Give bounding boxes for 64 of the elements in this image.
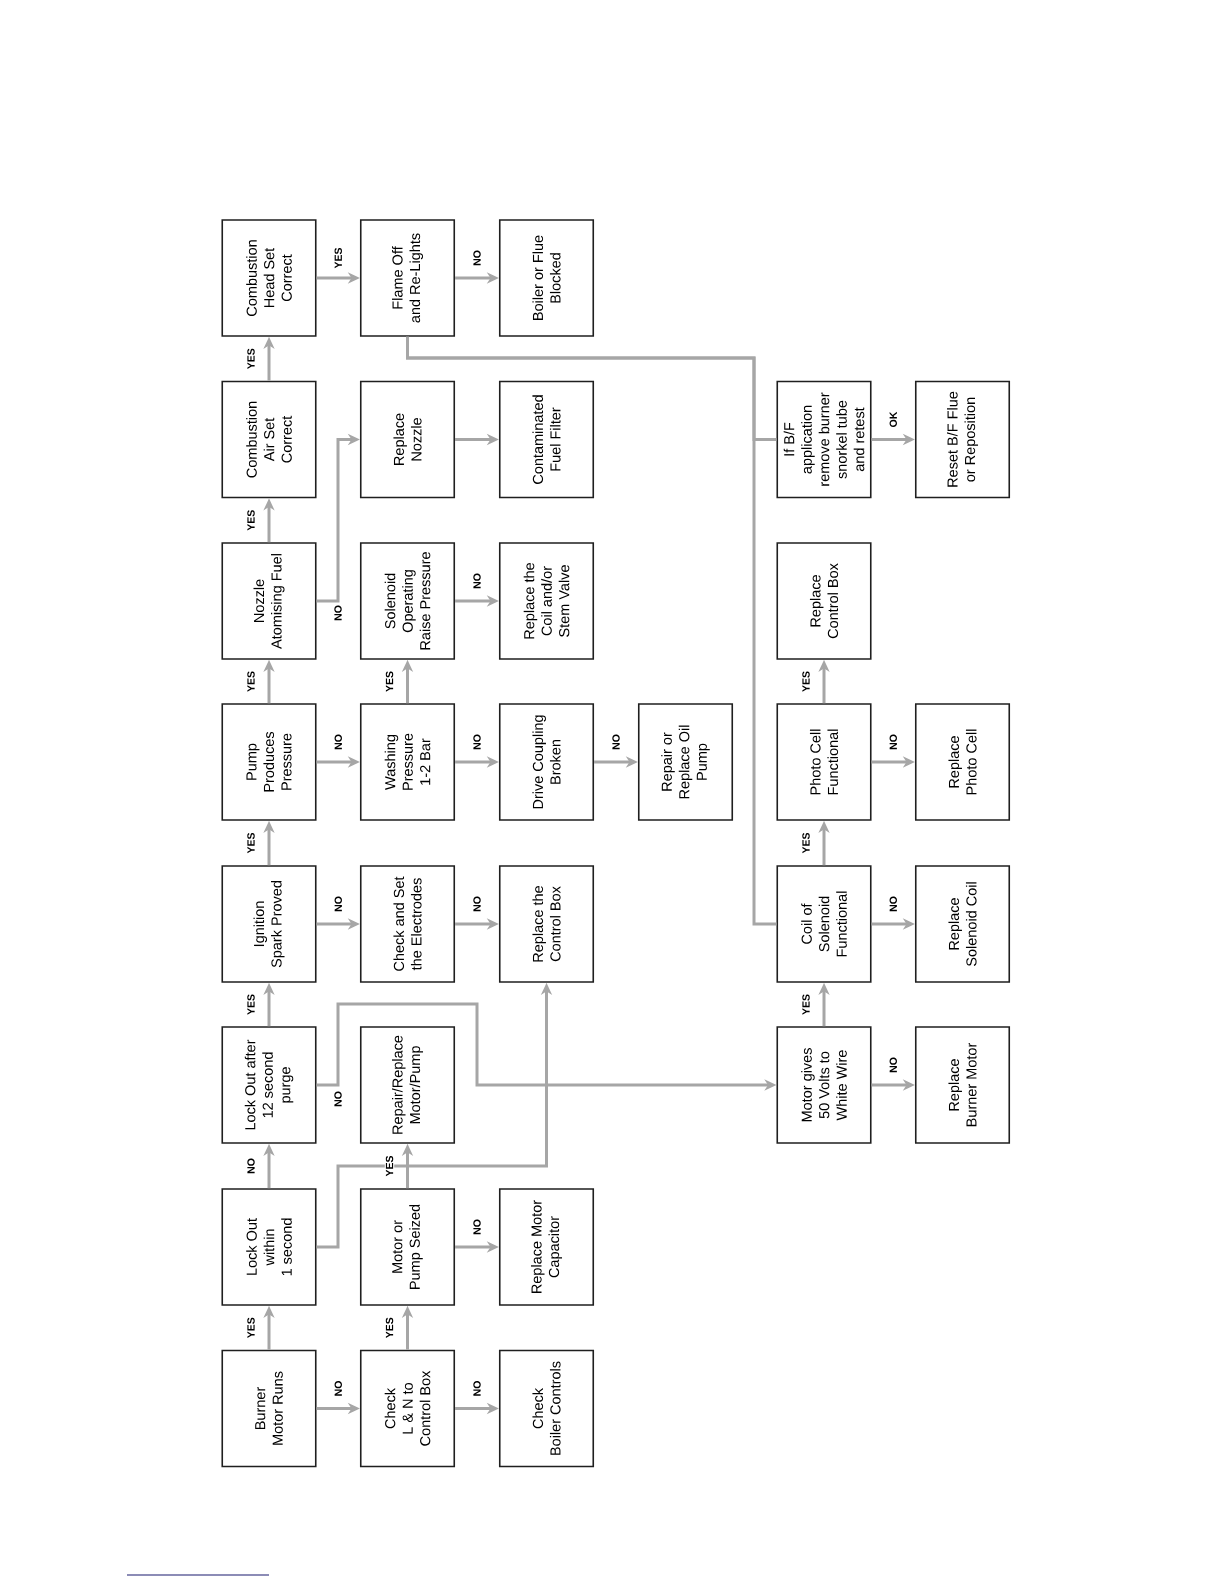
flowchart-box: Combustion Head Set Correct [221, 219, 317, 337]
edge-label: NO [333, 1090, 343, 1108]
flowchart-box: Replace the Control Box [498, 865, 595, 983]
flowchart-box: Ignition Spark Proved [221, 865, 317, 983]
flowchart-box: Contaminated Fuel Filter [498, 380, 595, 499]
flowchart-box: Replace the Coil and/or Stem Valve [498, 542, 595, 660]
flowchart-box: Pump Produces Pressure [221, 703, 317, 821]
flowchart-box: Replace Nozzle [359, 380, 456, 499]
edge-label: YES [801, 831, 811, 855]
flowchart-box: Nozzle Atomising Fuel [221, 542, 317, 660]
flowchart-box: Replace Photo Cell [914, 703, 1011, 821]
flowchart-box: Photo Cell Functional [776, 703, 872, 821]
edge-label: NO [333, 895, 343, 913]
edge-label: YES [246, 1316, 256, 1340]
edge-label: NO [333, 733, 343, 751]
edge-label: YES [801, 993, 811, 1016]
flowchart-box: Replace Burner Motor [914, 1026, 1011, 1144]
flowchart-box: Combustion Air Set Correct [221, 380, 317, 499]
flowchart-box: Coil of Solenoid Functional [776, 865, 872, 983]
connector-line [406, 336, 777, 926]
edge-label: NO [888, 1056, 898, 1074]
edge-label: NO [246, 1157, 256, 1175]
flowchart-box: If B/F application remove burner snorkel tube and retest [776, 380, 872, 499]
flowchart-box: Motor or Pump Seized [359, 1188, 456, 1306]
edge-label: YES [384, 670, 395, 693]
flowchart-box: Replace Solenoid Coil [914, 865, 1011, 983]
flowchart-box: Replace Control Box [776, 542, 872, 660]
edge-label: NO [333, 604, 343, 622]
flowchart-box: Replace Motor Capacitor [498, 1188, 595, 1306]
edge-label: YES [246, 831, 256, 855]
edge-label: YES [246, 508, 256, 532]
flowchart-box: Reset B/F Flue or Reposition [914, 380, 1011, 499]
edge-label: YES [246, 993, 256, 1016]
edge-label: NO [472, 572, 482, 590]
flowchart-box: Flame Off and Re-Lights [359, 219, 456, 337]
edge-label: NO [888, 733, 898, 751]
flowchart-box: Washing Pressure 1-2 Bar [359, 703, 456, 821]
flowchart-box: Motor gives 50 Volts to White Wire [776, 1026, 872, 1144]
edge-label: YES [801, 670, 811, 693]
flowchart-box: Lock Out after 12 second purge [221, 1026, 317, 1144]
flowchart-box: Solenoid Operating Raise Pressure [359, 542, 456, 660]
flowchart-box: Check L & N to Control Box [359, 1349, 456, 1468]
edge-label: YES [246, 347, 256, 371]
edge-label: NO [472, 1379, 482, 1398]
edge-label: NO [611, 733, 621, 751]
edge-label: NO [472, 249, 482, 267]
flowchart-box: Check and Set the Electrodes [359, 865, 456, 983]
flowchart-box: Drive Coupling Broken [498, 703, 595, 821]
edge-label: NO [888, 895, 898, 913]
edge-label: NO [472, 1218, 482, 1236]
edge-label: YES [384, 1154, 395, 1178]
flowchart-box: Check Boiler Controls [498, 1349, 595, 1468]
edge-label: NO [472, 733, 482, 751]
edge-label: NO [333, 1379, 343, 1398]
edge-label: YES [246, 670, 256, 693]
flowchart-box: Repair or Replace Oil Pump [637, 703, 734, 821]
edge-label: OK [888, 410, 898, 429]
edge-label: YES [384, 1316, 395, 1340]
flowchart-box: Lock Out within 1 second [221, 1188, 317, 1306]
edge-label: YES [333, 246, 343, 270]
flowchart-box: Burner Motor Runs [221, 1349, 317, 1468]
flowchart-box: Repair/Replace Motor/Pump [359, 1026, 456, 1144]
flowchart-box: Boiler or Flue Blocked [498, 219, 595, 337]
edge-label: NO [472, 895, 482, 913]
